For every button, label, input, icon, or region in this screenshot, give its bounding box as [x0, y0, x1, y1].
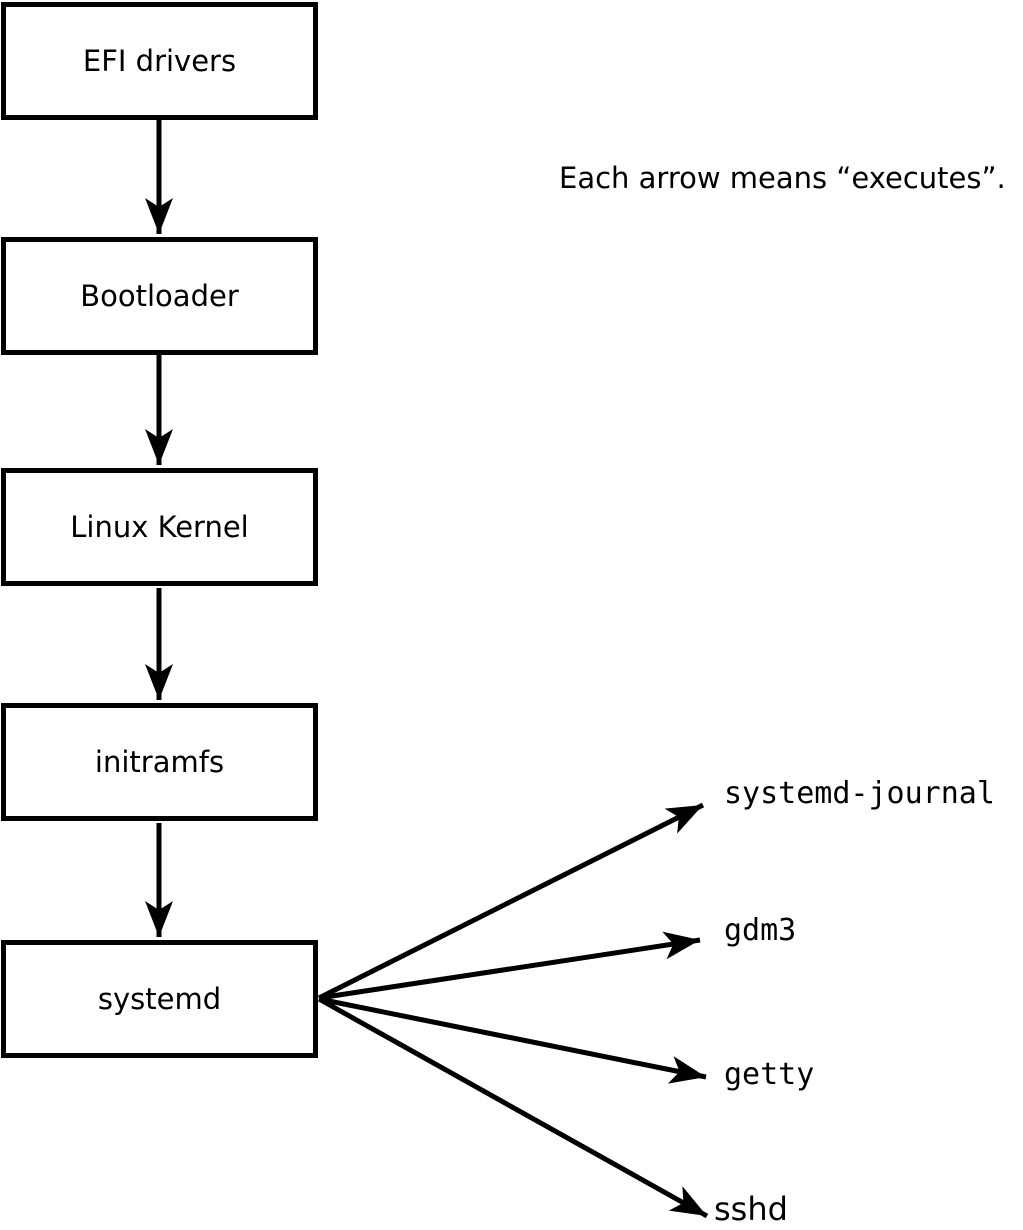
node-initramfs: initramfs [1, 703, 318, 821]
arrow-systemd-to-gdm3 [318, 931, 701, 1001]
arrow-systemd-to-sshd [317, 996, 709, 1219]
arrow-systemd-to-getty [318, 996, 707, 1084]
target-label-sshd: sshd [714, 1190, 788, 1228]
node-label: EFI drivers [82, 43, 237, 78]
node-linux-kernel: Linux Kernel [1, 468, 318, 586]
node-efi-drivers: EFI drivers [1, 2, 318, 120]
node-label: Linux Kernel [70, 509, 249, 544]
target-label-gdm3: gdm3 [724, 913, 797, 948]
arrow-systemd-to-systemd-journal [317, 802, 705, 1001]
node-systemd: systemd [1, 940, 318, 1058]
node-bootloader: Bootloader [1, 237, 318, 355]
target-label-systemd-journal: systemd-journal [724, 776, 995, 811]
target-label-getty: getty [724, 1057, 815, 1092]
node-label: Bootloader [80, 278, 239, 313]
caption: Each arrow means “executes”. [559, 161, 1006, 195]
node-label: initramfs [94, 744, 225, 779]
node-label: systemd [97, 981, 222, 1016]
